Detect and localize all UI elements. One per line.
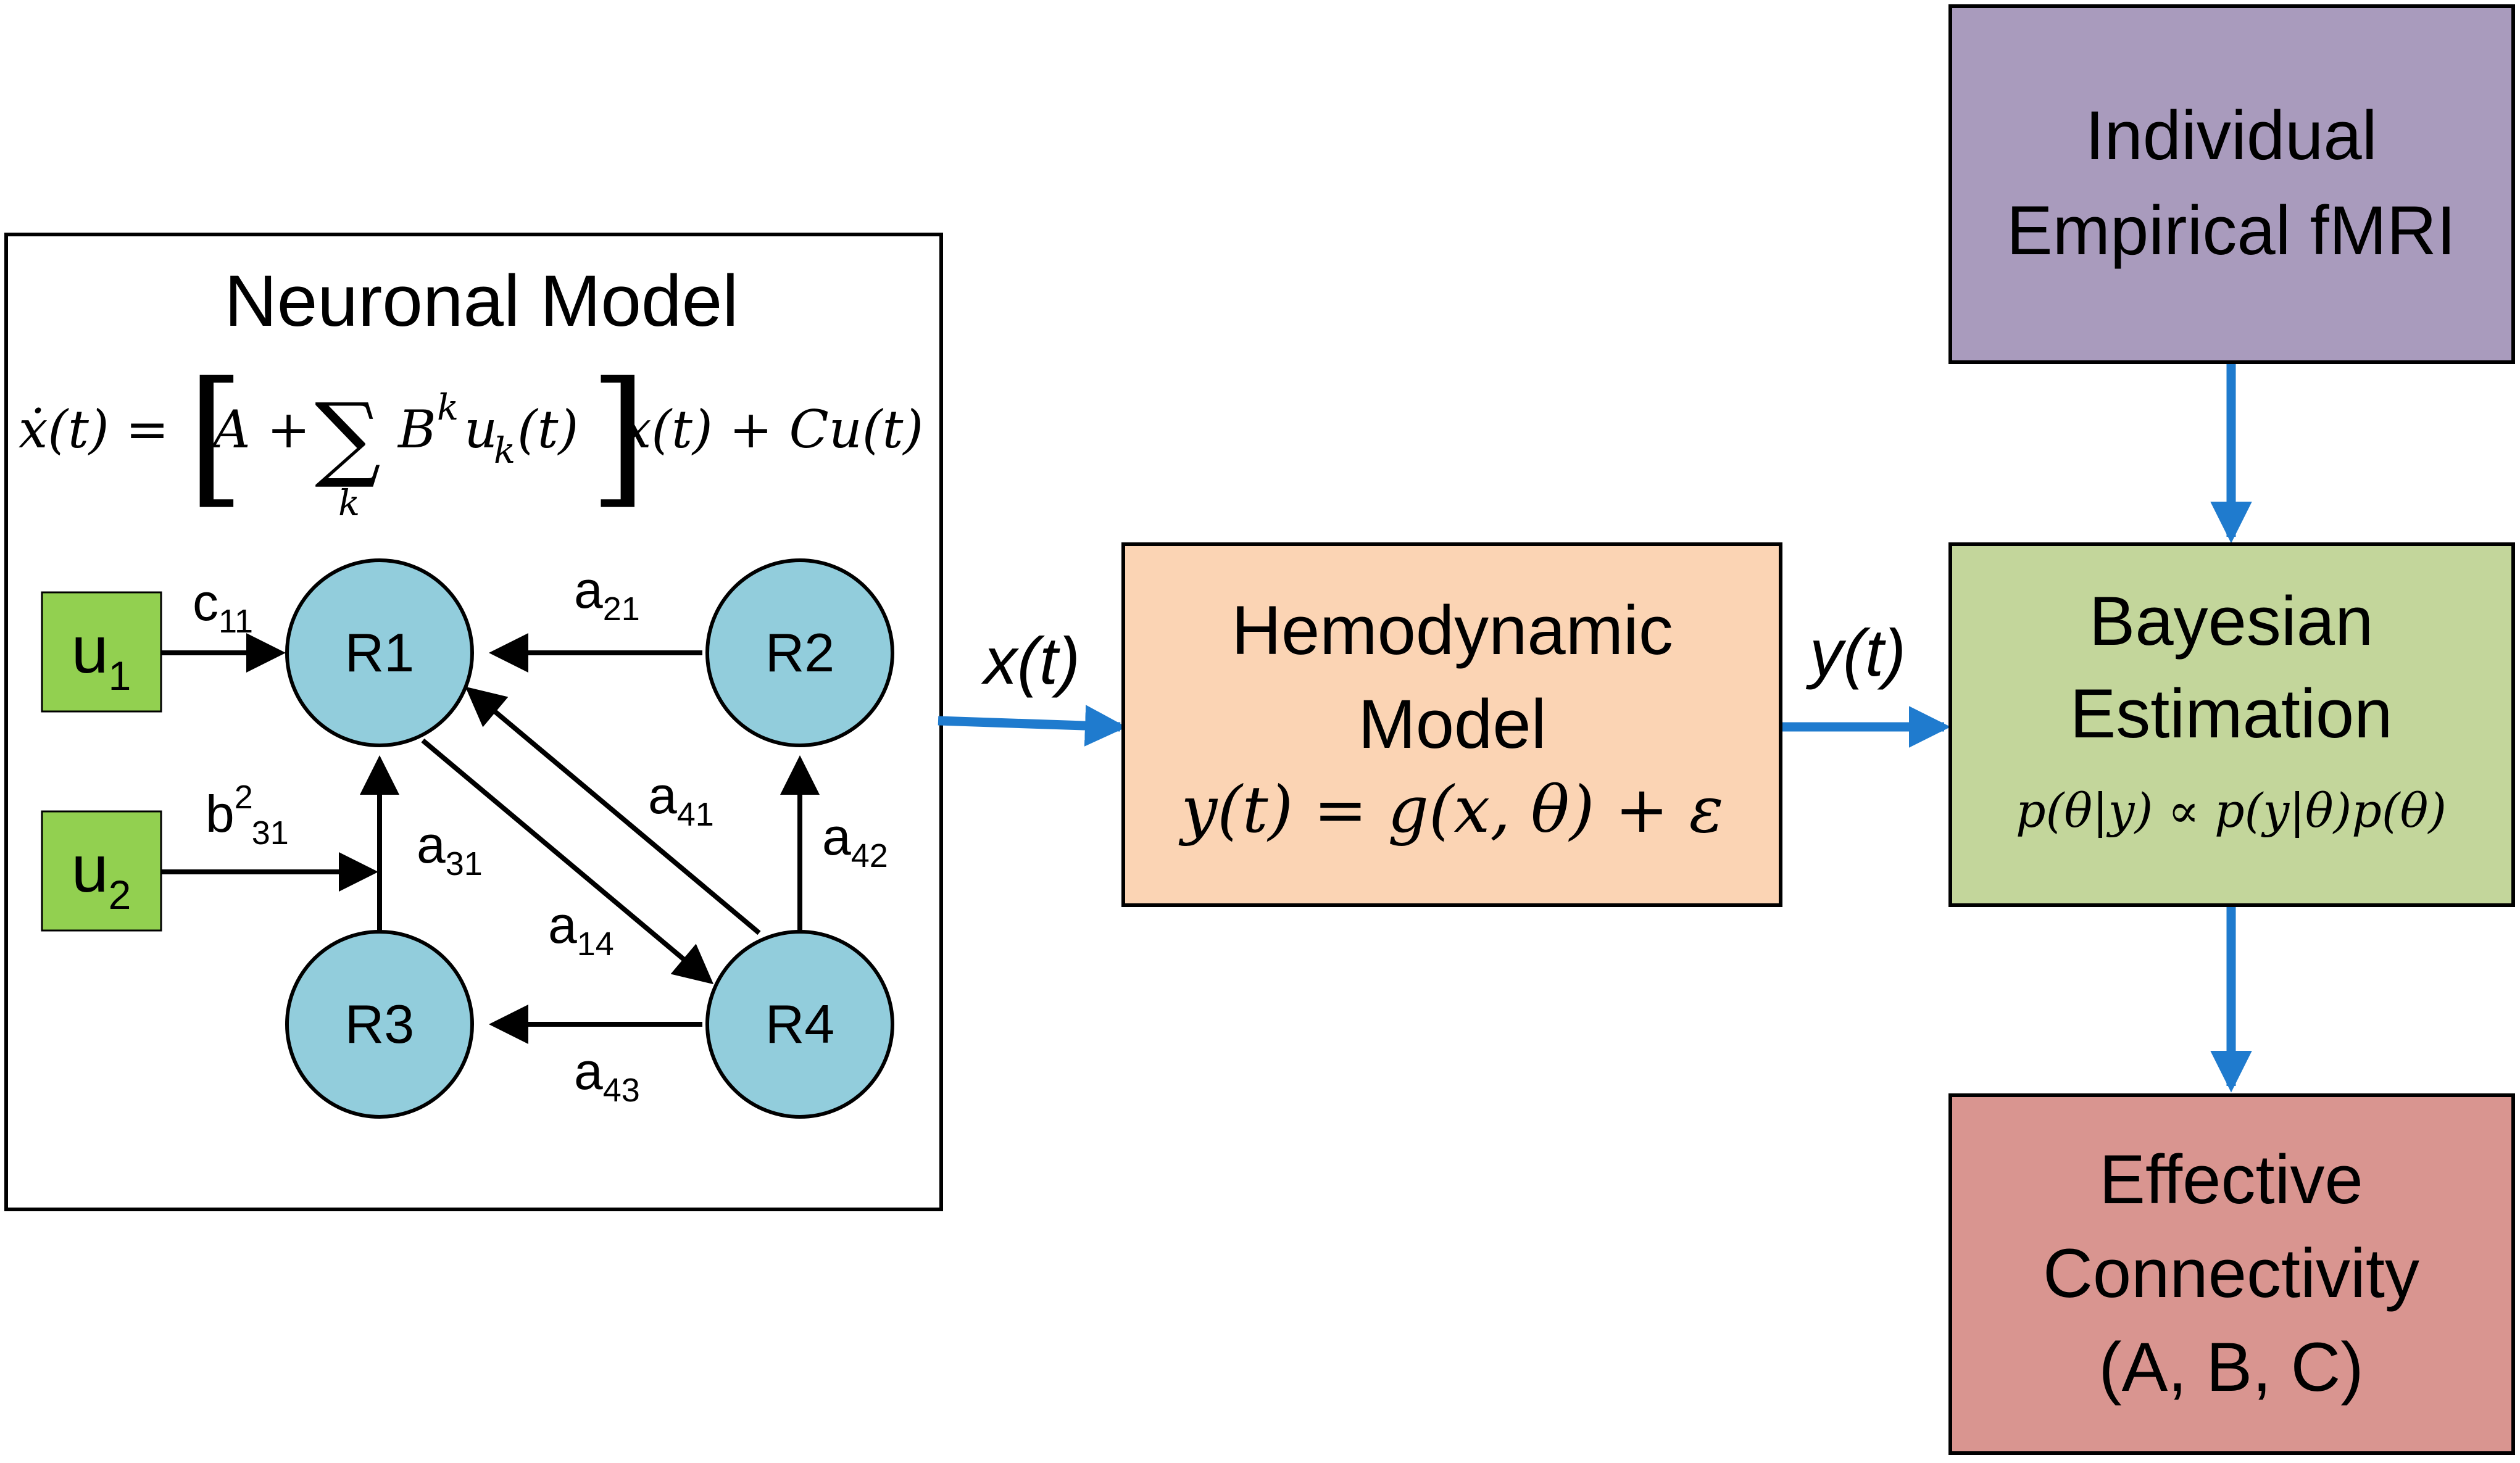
region-r3-label: R3 xyxy=(345,993,415,1055)
equation-rhs: x(t) + Cu(t) xyxy=(622,399,923,460)
connectivity-line1: Effective xyxy=(2099,1141,2363,1218)
region-r1-label: R1 xyxy=(345,622,415,683)
input-u1-box xyxy=(41,591,162,713)
equation-u-term: u xyxy=(464,399,497,460)
equation-sum-symbol: ∑ xyxy=(315,384,381,491)
equation-bracket-close: ] xyxy=(589,350,647,523)
equation-bracket-open: [ xyxy=(187,350,245,523)
hemodynamic-model-box: Hemodynamic Model y(t) = g(x, θ) + ε xyxy=(1121,542,1782,907)
label-c11: c11 xyxy=(193,573,253,640)
label-a42: a42 xyxy=(822,808,888,874)
region-r2: R2 xyxy=(705,558,894,747)
region-r3-node xyxy=(285,930,474,1119)
edge-r4-to-r1 xyxy=(465,686,761,935)
empirical-line1: Individual xyxy=(2085,97,2377,174)
arrow-neuronal-to-hemodynamic xyxy=(938,705,1127,747)
empirical-fmri-frame xyxy=(1948,4,2515,364)
bayesian-estimation-box: Bayesian Estimation p(θ|y) ∝ p(y|θ)p(θ) xyxy=(1948,542,2515,907)
equation-A-term: A + xyxy=(209,399,310,460)
equation-u-argument: (t) xyxy=(517,399,578,460)
region-r1-node xyxy=(285,558,474,747)
equation-sum-index: k xyxy=(338,482,360,524)
equation-lhs: ẋ(t) = xyxy=(19,399,169,460)
neuronal-model-title: Neuronal Model xyxy=(224,260,738,342)
empirical-fmri-box: Individual Empirical fMRI xyxy=(1948,4,2515,364)
region-r4-node xyxy=(705,930,894,1119)
label-a31: a31 xyxy=(417,816,483,882)
bayesian-line1: Bayesian xyxy=(2089,582,2374,660)
bayesian-line2: Estimation xyxy=(2070,675,2393,752)
hemodynamic-equation: y(t) = g(x, θ) + ε xyxy=(1178,772,1723,847)
connectivity-line3: (A, B, C) xyxy=(2098,1328,2363,1406)
empirical-line2: Empirical fMRI xyxy=(2006,192,2456,269)
label-a14: a14 xyxy=(548,896,614,963)
label-a43: a43 xyxy=(574,1042,640,1109)
bayesian-estimation-frame xyxy=(1948,542,2515,907)
hemodynamic-title-line1: Hemodynamic xyxy=(1231,592,1673,669)
label-a21: a21 xyxy=(574,561,640,628)
input-u2-box xyxy=(41,810,162,932)
edge-r1-to-r4 xyxy=(421,738,714,985)
region-r4-label: R4 xyxy=(765,993,835,1055)
input-u2-label: u2 xyxy=(72,831,131,918)
hemodynamic-title-line2: Model xyxy=(1358,686,1546,763)
bayesian-equation: p(θ|y) ∝ p(y|θ)p(θ) xyxy=(2016,783,2447,838)
hemodynamic-model-frame xyxy=(1121,542,1782,907)
region-r1: R1 xyxy=(285,558,474,747)
region-r2-node xyxy=(705,558,894,747)
effective-connectivity-box: Effective Connectivity (A, B, C) xyxy=(1948,1093,2515,1455)
signal-x-label: x(t) xyxy=(981,623,1080,698)
equation-B-term: B xyxy=(397,399,436,460)
region-r3: R3 xyxy=(285,930,474,1119)
equation-u-subscript: k xyxy=(494,429,515,471)
label-a41: a41 xyxy=(648,766,714,833)
neuronal-connections xyxy=(161,633,820,1044)
neuronal-state-equation: ẋ(t) = [ A + ∑ k B k u k (t) ] x(t) + Cu… xyxy=(19,350,923,524)
region-r4: R4 xyxy=(705,930,894,1119)
equation-B-superscript: k xyxy=(437,386,459,428)
connectivity-line2: Connectivity xyxy=(2043,1235,2419,1312)
signal-y-label: y(t) xyxy=(1805,615,1906,690)
effective-connectivity-frame xyxy=(1948,1093,2515,1455)
input-u1-label: u1 xyxy=(72,612,131,698)
neuronal-model-panel: Neuronal Model ẋ(t) = [ A + ∑ k B k u k … xyxy=(4,233,943,1211)
region-r2-label: R2 xyxy=(765,622,835,683)
flow-arrows xyxy=(938,361,2252,1093)
